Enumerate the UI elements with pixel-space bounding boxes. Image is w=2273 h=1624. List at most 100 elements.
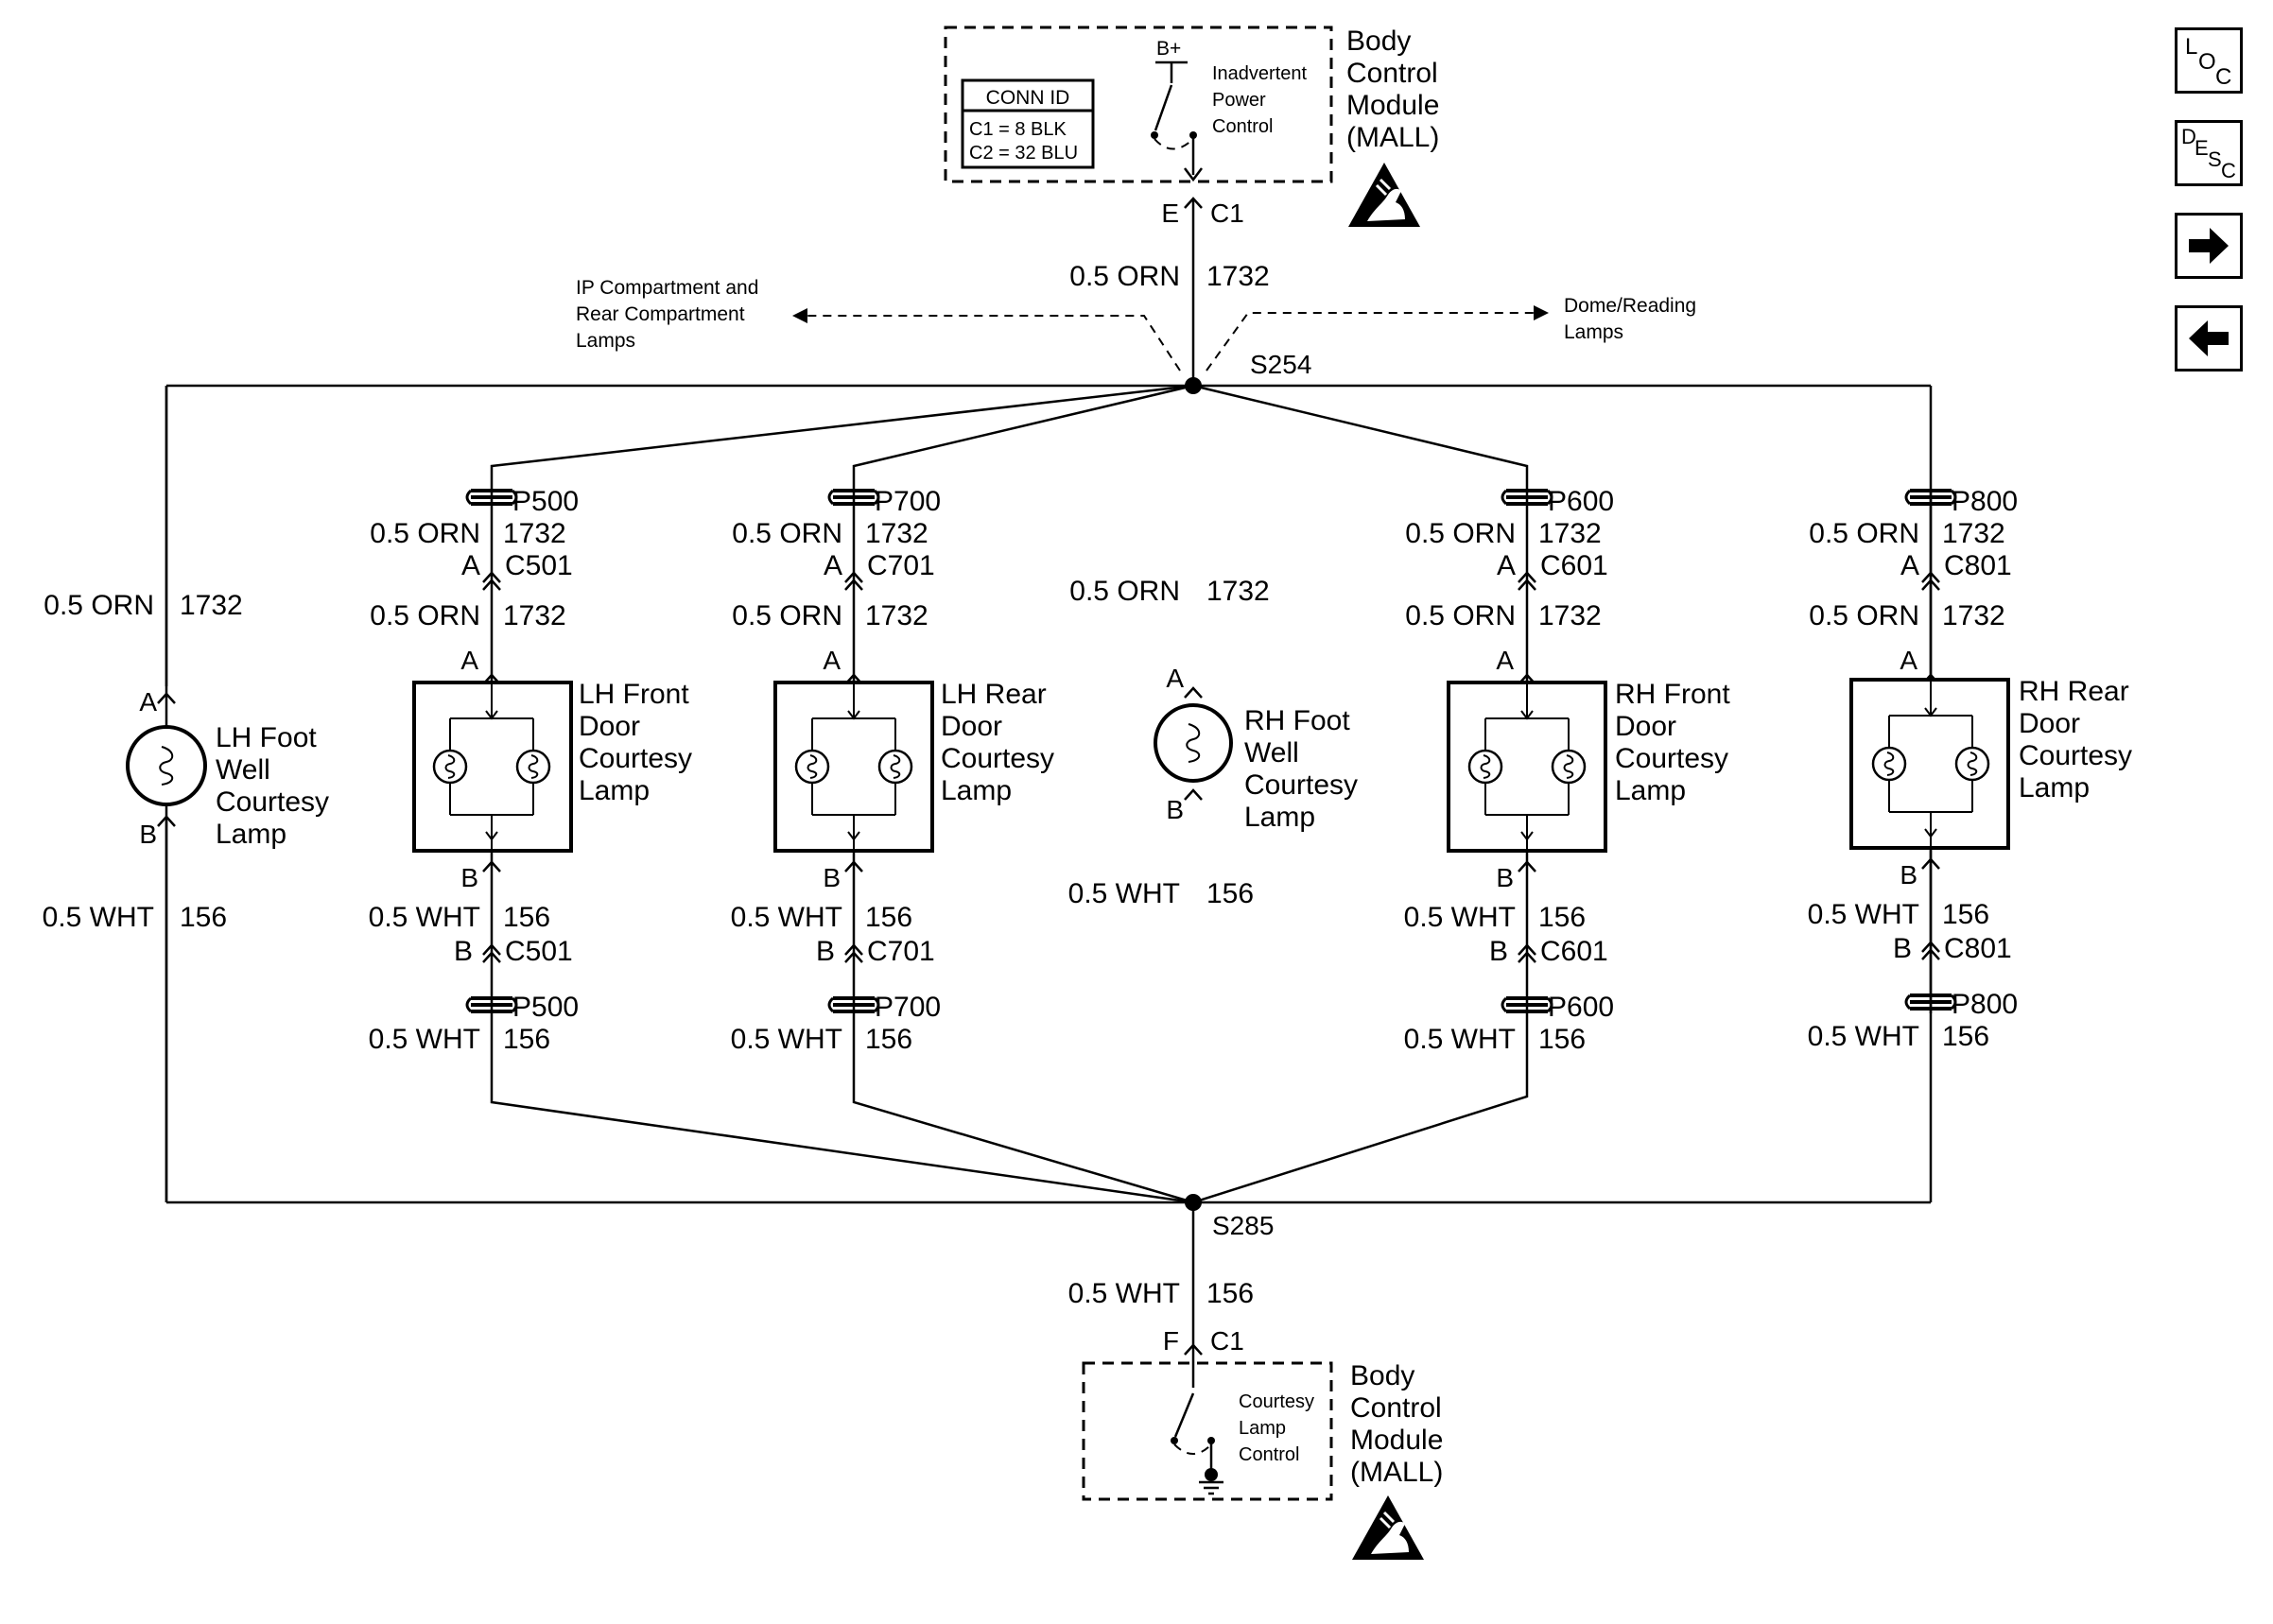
lh-front-conn-pin-b: B xyxy=(454,936,473,967)
lh-front-bulb-left-icon xyxy=(432,749,468,785)
lh-front-name-4: Lamp xyxy=(579,775,650,806)
branch-left-line-3: Lamps xyxy=(576,330,635,352)
lh-front-lamp-pin-b: B xyxy=(460,863,478,892)
branch-right-line-2: Lamps xyxy=(1564,321,1623,343)
branch-indicators: IP Compartment and Rear Compartment Lamp… xyxy=(576,277,1696,371)
rh-rear-name-1: RH Rear xyxy=(2019,676,2129,707)
lh-foot-feed-gauge: 0.5 ORN xyxy=(43,590,154,621)
rh-rear-name-3: Courtesy xyxy=(2019,740,2132,771)
splice-bottom-label: S285 xyxy=(1212,1211,1274,1240)
rh-rear-name-2: Door xyxy=(2019,708,2080,739)
courtesy-lamp-control-switch xyxy=(1173,1392,1195,1438)
loc-l: L xyxy=(2185,34,2198,60)
rh-front-lamp-pin-a: A xyxy=(1496,646,1514,675)
lh-rear-feed-top-gauge: 0.5 ORN xyxy=(732,518,842,549)
bottom-connector: C1 xyxy=(1210,1326,1244,1356)
splice-top-label: S254 xyxy=(1250,350,1311,379)
right-arrow-icon xyxy=(2189,228,2229,264)
rh-rear-pass-through-bottom: P800 xyxy=(1952,989,2018,1020)
lh-foot-ret-gauge: 0.5 WHT xyxy=(43,902,154,933)
rh-front-pass-through-top: P600 xyxy=(1548,486,1614,517)
bottom-module-name-line-4: (MALL) xyxy=(1350,1457,1443,1488)
lh-foot-ret-circuit: 156 xyxy=(180,902,227,933)
lh-front-feed-bottom-circuit: 1732 xyxy=(503,600,566,631)
desc-e: E xyxy=(2195,136,2209,160)
lh-rear-conn-pin-b: B xyxy=(816,936,835,967)
lh-front-lamp-pin-a: A xyxy=(460,646,478,675)
conn-id-table xyxy=(961,78,1095,169)
lh-rear-feed-top-circuit: 1732 xyxy=(865,518,928,549)
rh-rear-lamp-pin-b: B xyxy=(1900,860,1917,890)
supply-label: B+ xyxy=(1156,38,1181,60)
lh-rear-name-4: Lamp xyxy=(941,775,1012,806)
branch-left-line-1: IP Compartment and xyxy=(576,277,758,299)
lh-rear-connector-bottom: C701 xyxy=(867,936,935,967)
lh-front-connector-bottom: C501 xyxy=(505,936,573,967)
lh-rear-connector-top: C701 xyxy=(867,550,935,581)
desc-s: S xyxy=(2208,147,2222,171)
lh-rear-conn-pin-a: A xyxy=(824,550,842,581)
branch-right-line-1: Dome/Reading xyxy=(1564,295,1696,317)
lh-front-connector-top: C501 xyxy=(505,550,573,581)
rh-rear-ret-bottom-gauge: 0.5 WHT xyxy=(1808,1021,1919,1052)
rh-rear-lamp-pin-a: A xyxy=(1900,646,1917,675)
lh-foot-pin-a: A xyxy=(139,687,157,717)
return-wire: 0.5 WHT 156 F C1 xyxy=(1068,1202,1254,1363)
bottom-module-boundary xyxy=(1082,1361,1333,1501)
feed-wire: E C1 0.5 ORN 1732 xyxy=(1069,167,1270,386)
rh-front-bulb-right-icon xyxy=(1551,749,1587,785)
lh-rear-ret-top-circuit: 156 xyxy=(865,902,912,933)
rh-front-ret-bottom-gauge: 0.5 WHT xyxy=(1404,1024,1516,1055)
rh-rear-connector-bottom: C801 xyxy=(1944,933,2012,964)
lh-rear-feed-bottom-gauge: 0.5 ORN xyxy=(732,600,842,631)
module-name-line-4: (MALL) xyxy=(1346,122,1439,153)
lh-rear-name-1: LH Rear xyxy=(941,679,1047,710)
top-body-control-module: CONN ID C1 = 8 BLK C2 = 32 BLU B+ Inadve… xyxy=(944,26,1439,229)
lh-rear-bulb-right-icon xyxy=(877,749,913,785)
conn-id-row-1: C1 = 8 BLK xyxy=(969,119,1067,140)
rh-front-ret-bottom-circuit: 156 xyxy=(1538,1024,1586,1055)
rh-rear-bulb-left-icon xyxy=(1871,746,1907,782)
rh-rear-ret-bottom-circuit: 156 xyxy=(1942,1021,1989,1052)
rh-front-feed-bottom-gauge: 0.5 ORN xyxy=(1405,600,1516,631)
lh-foot-pin-b: B xyxy=(139,820,157,849)
rh-foot-name-3: Courtesy xyxy=(1244,769,1358,801)
return-gauge: 0.5 WHT xyxy=(1068,1278,1180,1309)
lh-front-name-2: Door xyxy=(579,711,640,742)
lh-front-pass-through-bottom: P500 xyxy=(512,992,579,1023)
lh-foot-name-1: LH Foot xyxy=(216,722,317,753)
lh-front-ret-bottom-circuit: 156 xyxy=(503,1024,550,1055)
lh-front-bulb-right-icon xyxy=(515,749,551,785)
rh-foot-feed-gauge: 0.5 ORN xyxy=(1069,576,1180,607)
prev-button[interactable] xyxy=(2175,305,2243,371)
bottom-body-control-module: Courtesy Lamp Control Body Control Modul… xyxy=(1082,1360,1443,1562)
control-line-3: Control xyxy=(1212,116,1273,137)
lh-foot-name-3: Courtesy xyxy=(216,786,329,818)
rh-front-name-1: RH Front xyxy=(1615,679,1730,710)
control-line-2: Power xyxy=(1212,90,1266,111)
lh-foot-name-4: Lamp xyxy=(216,819,286,850)
lh-rear-feed-bottom-circuit: 1732 xyxy=(865,600,928,631)
lh-rear-name-3: Courtesy xyxy=(941,743,1054,774)
rh-foot-feed-circuit: 1732 xyxy=(1206,576,1270,607)
desc-button[interactable]: D E S C xyxy=(2175,120,2243,186)
bottom-control-line-2: Lamp xyxy=(1239,1418,1286,1439)
module-name-line-2: Control xyxy=(1346,58,1438,89)
lh-rear-pass-through-top: P700 xyxy=(875,486,941,517)
next-button[interactable] xyxy=(2175,213,2243,279)
rh-rear-pass-through-top: P800 xyxy=(1952,486,2018,517)
rh-foot-ret-gauge: 0.5 WHT xyxy=(1068,878,1180,909)
lh-front-feed-bottom-gauge: 0.5 ORN xyxy=(370,600,480,631)
top-pin: E xyxy=(1161,199,1179,228)
lh-front-ret-top-gauge: 0.5 WHT xyxy=(369,902,480,933)
left-arrow-icon xyxy=(2189,320,2229,356)
rh-rear-conn-pin-b: B xyxy=(1893,933,1912,964)
loc-button[interactable]: L O C xyxy=(2175,27,2243,94)
rh-front-feed-top-circuit: 1732 xyxy=(1538,518,1602,549)
loc-o: O xyxy=(2198,49,2216,75)
rh-rear-name-4: Lamp xyxy=(2019,772,2090,803)
